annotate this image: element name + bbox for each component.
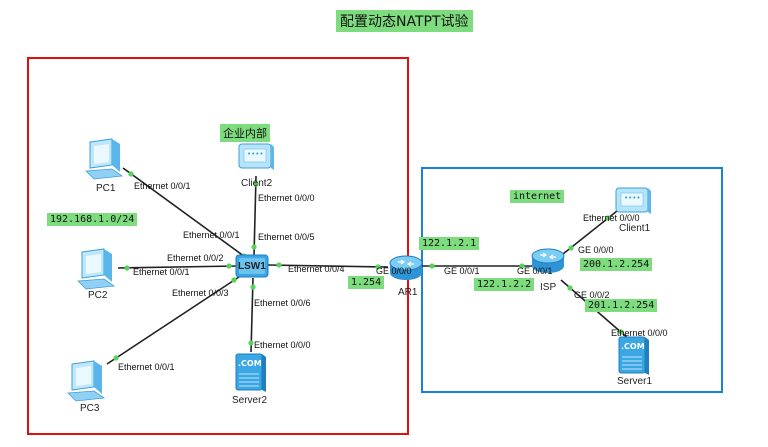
- server1-node[interactable]: .COM: [616, 335, 652, 375]
- router-icon: [531, 248, 565, 273]
- link-pc2-lsw1: [117, 265, 238, 269]
- port-label-pc2: Ethernet 0/0/1: [133, 267, 190, 277]
- port-label-ar1-ge1: GE 0/0/1: [444, 266, 480, 276]
- client2-node[interactable]: ••••: [237, 141, 275, 175]
- lsw1-label: LSW1: [238, 261, 266, 272]
- ar1-label: AR1: [398, 287, 418, 298]
- port-dot: [375, 264, 381, 270]
- ar1-node[interactable]: [388, 253, 424, 283]
- port-label-lsw-pc2: Ethernet 0/0/2: [167, 253, 224, 263]
- client1-label: Client1: [619, 223, 651, 234]
- ar1-outside-ip-label: 122.1.2.1: [419, 237, 480, 250]
- isp-server-ip-label: 201.1.2.254: [585, 299, 658, 312]
- port-label-lsw-client2: Ethernet 0/0/5: [258, 232, 315, 242]
- lsw1-node[interactable]: [235, 252, 271, 280]
- server2-node[interactable]: .COM: [233, 352, 269, 392]
- client2-label: Client2: [241, 178, 273, 189]
- port-label-isp-ge0: GE 0/0/0: [578, 245, 614, 255]
- isp-inside-ip-label: 122.1.2.2: [474, 278, 535, 291]
- port-dot: [605, 215, 611, 221]
- internet-zone-label: internet: [510, 190, 565, 203]
- pc1-node[interactable]: [82, 138, 128, 182]
- server2-label: Server2: [232, 395, 268, 406]
- pc-icon: [85, 138, 124, 180]
- port-dot: [429, 263, 435, 269]
- internet-zone-box: [421, 167, 723, 393]
- link-server2-lsw1: [250, 277, 254, 353]
- link-pc3-lsw1: [106, 274, 243, 365]
- port-dot: [250, 284, 256, 290]
- lan-subnet-label: 192.168.1.0/24: [47, 213, 138, 226]
- isp-label: ISP: [540, 282, 557, 293]
- pc3-label: PC3: [80, 403, 100, 414]
- port-dot: [519, 263, 525, 269]
- pc2-node[interactable]: [74, 248, 120, 292]
- isp-node[interactable]: [530, 246, 566, 276]
- port-dot: [568, 245, 574, 251]
- port-label-isp-ge2: GE 0/0/2: [574, 290, 610, 300]
- server1-label: Server1: [617, 376, 653, 387]
- diagram-title: 配置动态NATPT试验: [336, 10, 473, 32]
- isp-client-ip-label: 200.1.2.254: [580, 258, 653, 271]
- port-dot: [567, 285, 573, 291]
- port-dot: [618, 329, 624, 335]
- port-dot: [113, 355, 119, 361]
- port-dot: [226, 263, 232, 269]
- port-label-ar1-ge0: GE 0/0/0: [376, 266, 412, 276]
- port-label-lsw-pc3: Ethernet 0/0/3: [172, 288, 229, 298]
- port-dot: [248, 340, 254, 346]
- port-dot: [253, 181, 259, 187]
- server-badge-text: .COM: [238, 359, 262, 368]
- link-lsw1-ar1: [267, 264, 389, 268]
- internal-zone-box: [27, 57, 409, 435]
- switch-icon: [235, 254, 269, 278]
- port-dot: [251, 244, 257, 250]
- client-icon: [615, 187, 651, 214]
- port-label-server2: Ethernet 0/0/0: [254, 340, 311, 350]
- link-client2-lsw1: [253, 175, 257, 257]
- server-badge-text: .COM: [621, 342, 645, 351]
- internal-zone-label: 企业内部: [220, 124, 270, 142]
- client-screen-text: ••••: [247, 150, 264, 158]
- port-dot: [128, 171, 134, 177]
- server-icon: [235, 353, 266, 392]
- client-screen-text: ••••: [624, 194, 641, 202]
- pc2-label: PC2: [88, 290, 108, 301]
- link-pc1-lsw1: [122, 167, 253, 263]
- port-label-client1: Ethernet 0/0/0: [583, 213, 640, 223]
- client-icon: [238, 143, 274, 170]
- pc-icon: [67, 360, 106, 402]
- pc-icon: [77, 248, 116, 290]
- router-icon: [389, 255, 423, 280]
- pc1-label: PC1: [96, 183, 116, 194]
- ar1-inside-ip-label: 1.254: [348, 276, 385, 289]
- port-label-client2: Ethernet 0/0/0: [258, 193, 315, 203]
- port-dot: [124, 265, 130, 271]
- pc3-node[interactable]: [64, 360, 110, 404]
- server-icon: [618, 336, 649, 375]
- port-label-lsw-pc1: Ethernet 0/0/1: [183, 230, 240, 240]
- port-dot: [276, 262, 282, 268]
- port-label-pc1: Ethernet 0/0/1: [134, 181, 191, 191]
- port-label-pc3: Ethernet 0/0/1: [118, 362, 175, 372]
- port-label-lsw-server2: Ethernet 0/0/6: [254, 298, 311, 308]
- client1-node[interactable]: ••••: [614, 185, 652, 219]
- port-label-server1: Ethernet 0/0/0: [611, 328, 668, 338]
- port-label-isp-ge1: GE 0/0/1: [517, 266, 553, 276]
- port-label-lsw-ar1: Ethernet 0/0/4: [288, 264, 345, 274]
- port-dot: [231, 277, 237, 283]
